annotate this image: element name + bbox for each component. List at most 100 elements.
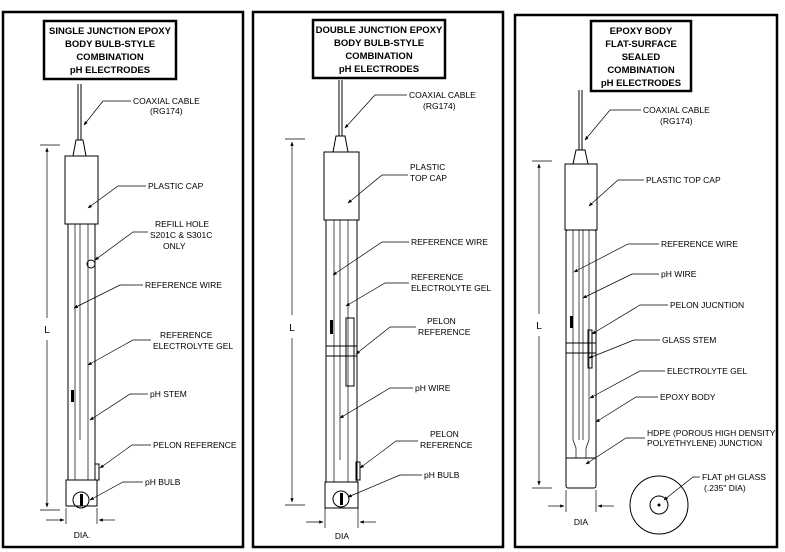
panel-1-title: SINGLE JUNCTION EPOXY BODY BULB-STYLE CO… [49, 26, 172, 76]
leader [345, 282, 409, 307]
label-gel: ELECTROLYTE GEL [667, 366, 747, 376]
label-coaxial: COAXIAL CABLE [133, 96, 200, 106]
dia-label: DIA [335, 531, 350, 541]
leader [584, 109, 641, 141]
panel-2-element [330, 320, 333, 334]
leader [573, 243, 659, 273]
label-gel: ELECTROLYTE GEL [153, 341, 233, 351]
label-phwire: pH WIRE [661, 269, 697, 279]
length-label: L [536, 321, 542, 332]
leader [89, 481, 143, 501]
leader [585, 437, 645, 465]
panel-3-dimensions: L DIA [532, 160, 614, 527]
panel-2-electrode [323, 80, 361, 509]
length-label: L [289, 323, 295, 334]
panel-2-title-line: DOUBLE JUNCTION EPOXY [316, 25, 443, 36]
label-cap: PLASTIC [410, 162, 445, 172]
panel-1-bulb [72, 491, 90, 509]
panel-2-dimensions: L DIA [285, 138, 376, 541]
leader [591, 304, 668, 335]
panel-3-title-line: FLAT-SURFACE [605, 39, 677, 50]
panel-2-pelon [355, 461, 361, 481]
panel-1-pelon [94, 463, 100, 481]
panel-3-title-line: pH ELECTRODES [601, 78, 681, 89]
label-cap: TOP CAP [410, 173, 447, 183]
label-bulb: pH BULB [424, 470, 460, 480]
label-pelon2: PELON [430, 429, 459, 439]
leader [347, 174, 408, 204]
panel-2-double-band [325, 345, 358, 357]
panel-2-foot [324, 481, 359, 509]
label-flat: (.235" DIA) [704, 483, 746, 493]
panel-single-junction: SINGLE JUNCTION EPOXY BODY BULB-STYLE CO… [1, 10, 245, 549]
label-coaxial: (RG174) [660, 116, 693, 126]
panel-1-callouts: COAXIAL CABLE (RG174) PLASTIC CAP REFILL… [73, 96, 237, 501]
leader [595, 396, 658, 423]
label-gel: REFERENCE [160, 330, 213, 340]
label-refill: S201C & S301C [150, 230, 212, 240]
leader [347, 474, 422, 498]
leader [588, 179, 644, 207]
panel-2-bulb-core [340, 493, 343, 505]
label-glassstem: GLASS STEM [662, 335, 716, 345]
leader [344, 94, 407, 129]
panel-2-frame [251, 10, 505, 549]
label-junction: PELON JUCNTION [670, 300, 744, 310]
leader [339, 387, 413, 419]
panel-1-refill-hole [86, 259, 96, 269]
panel-flat-surface: EPOXY BODY FLAT-SURFACE SEALED COMBINATI… [513, 13, 779, 549]
panel-3-title-box [589, 19, 693, 93]
panel-2-strain-relief [332, 135, 349, 153]
panel-2-bulb [332, 490, 350, 508]
leader [83, 100, 131, 126]
panel-3-glass-tip [572, 420, 590, 458]
label-hdpe: HDPE (POROUS HIGH DENSITY [647, 428, 776, 438]
length-label: L [44, 325, 50, 336]
panel-3-element [570, 316, 573, 328]
leader [359, 440, 418, 469]
leader [355, 326, 416, 355]
panel-1-bulb-core [80, 494, 83, 506]
label-epoxy: EPOXY BODY [660, 392, 716, 402]
panel-1-title-line: BODY BULB-STYLE [65, 39, 155, 50]
leader [582, 273, 659, 299]
label-coaxial: COAXIAL CABLE [409, 90, 476, 100]
panel-3-junction [587, 329, 593, 369]
leader [663, 476, 700, 501]
label-refwire: REFERENCE WIRE [661, 239, 738, 249]
panel-double-junction: DOUBLE JUNCTION EPOXY BODY BULB-STYLE CO… [251, 10, 505, 549]
panel-3-callouts: COAXIAL CABLE (RG174) PLASTIC TOP CAP RE… [573, 105, 776, 501]
flat-glass-inner [649, 495, 669, 515]
leader [89, 393, 148, 421]
flat-glass-outer [629, 475, 689, 535]
panel-3-title: EPOXY BODY FLAT-SURFACE SEALED COMBINATI… [601, 26, 681, 89]
panel-1-title-box [42, 19, 178, 81]
flat-glass-center [657, 503, 661, 507]
panel-2-title-box [311, 18, 447, 80]
label-refill: REFILL HOLE [155, 219, 209, 229]
label-coaxial: (RG174) [150, 106, 183, 116]
leader [94, 231, 148, 261]
panel-2-title-line: BODY BULB-STYLE [334, 38, 424, 49]
label-stem: pH STEM [150, 389, 187, 399]
label-coaxial: COAXIAL CABLE [643, 105, 710, 115]
label-phwire: pH WIRE [415, 383, 451, 393]
leader [588, 339, 660, 359]
label-bulb: pH BULB [145, 477, 181, 487]
panel-1-title-line: pH ELECTRODES [70, 65, 150, 76]
panel-3-title-line: COMBINATION [607, 65, 675, 76]
panel-3-strain-relief [572, 149, 589, 165]
panel-3-frame [513, 13, 779, 549]
panel-3-flat-glass [629, 475, 689, 535]
panel-2-title-line: COMBINATION [345, 51, 413, 62]
leader [332, 241, 409, 276]
leader [73, 284, 143, 309]
leader [99, 444, 151, 469]
panel-2-callouts: COAXIAL CABLE (RG174) PLASTIC TOP CAP RE… [332, 90, 491, 498]
leader [589, 370, 665, 399]
panel-3-band [565, 342, 597, 354]
dia-label: DIA. [74, 530, 91, 540]
panel-1-strain-relief [72, 139, 87, 157]
label-refwire: REFERENCE WIRE [411, 237, 488, 247]
